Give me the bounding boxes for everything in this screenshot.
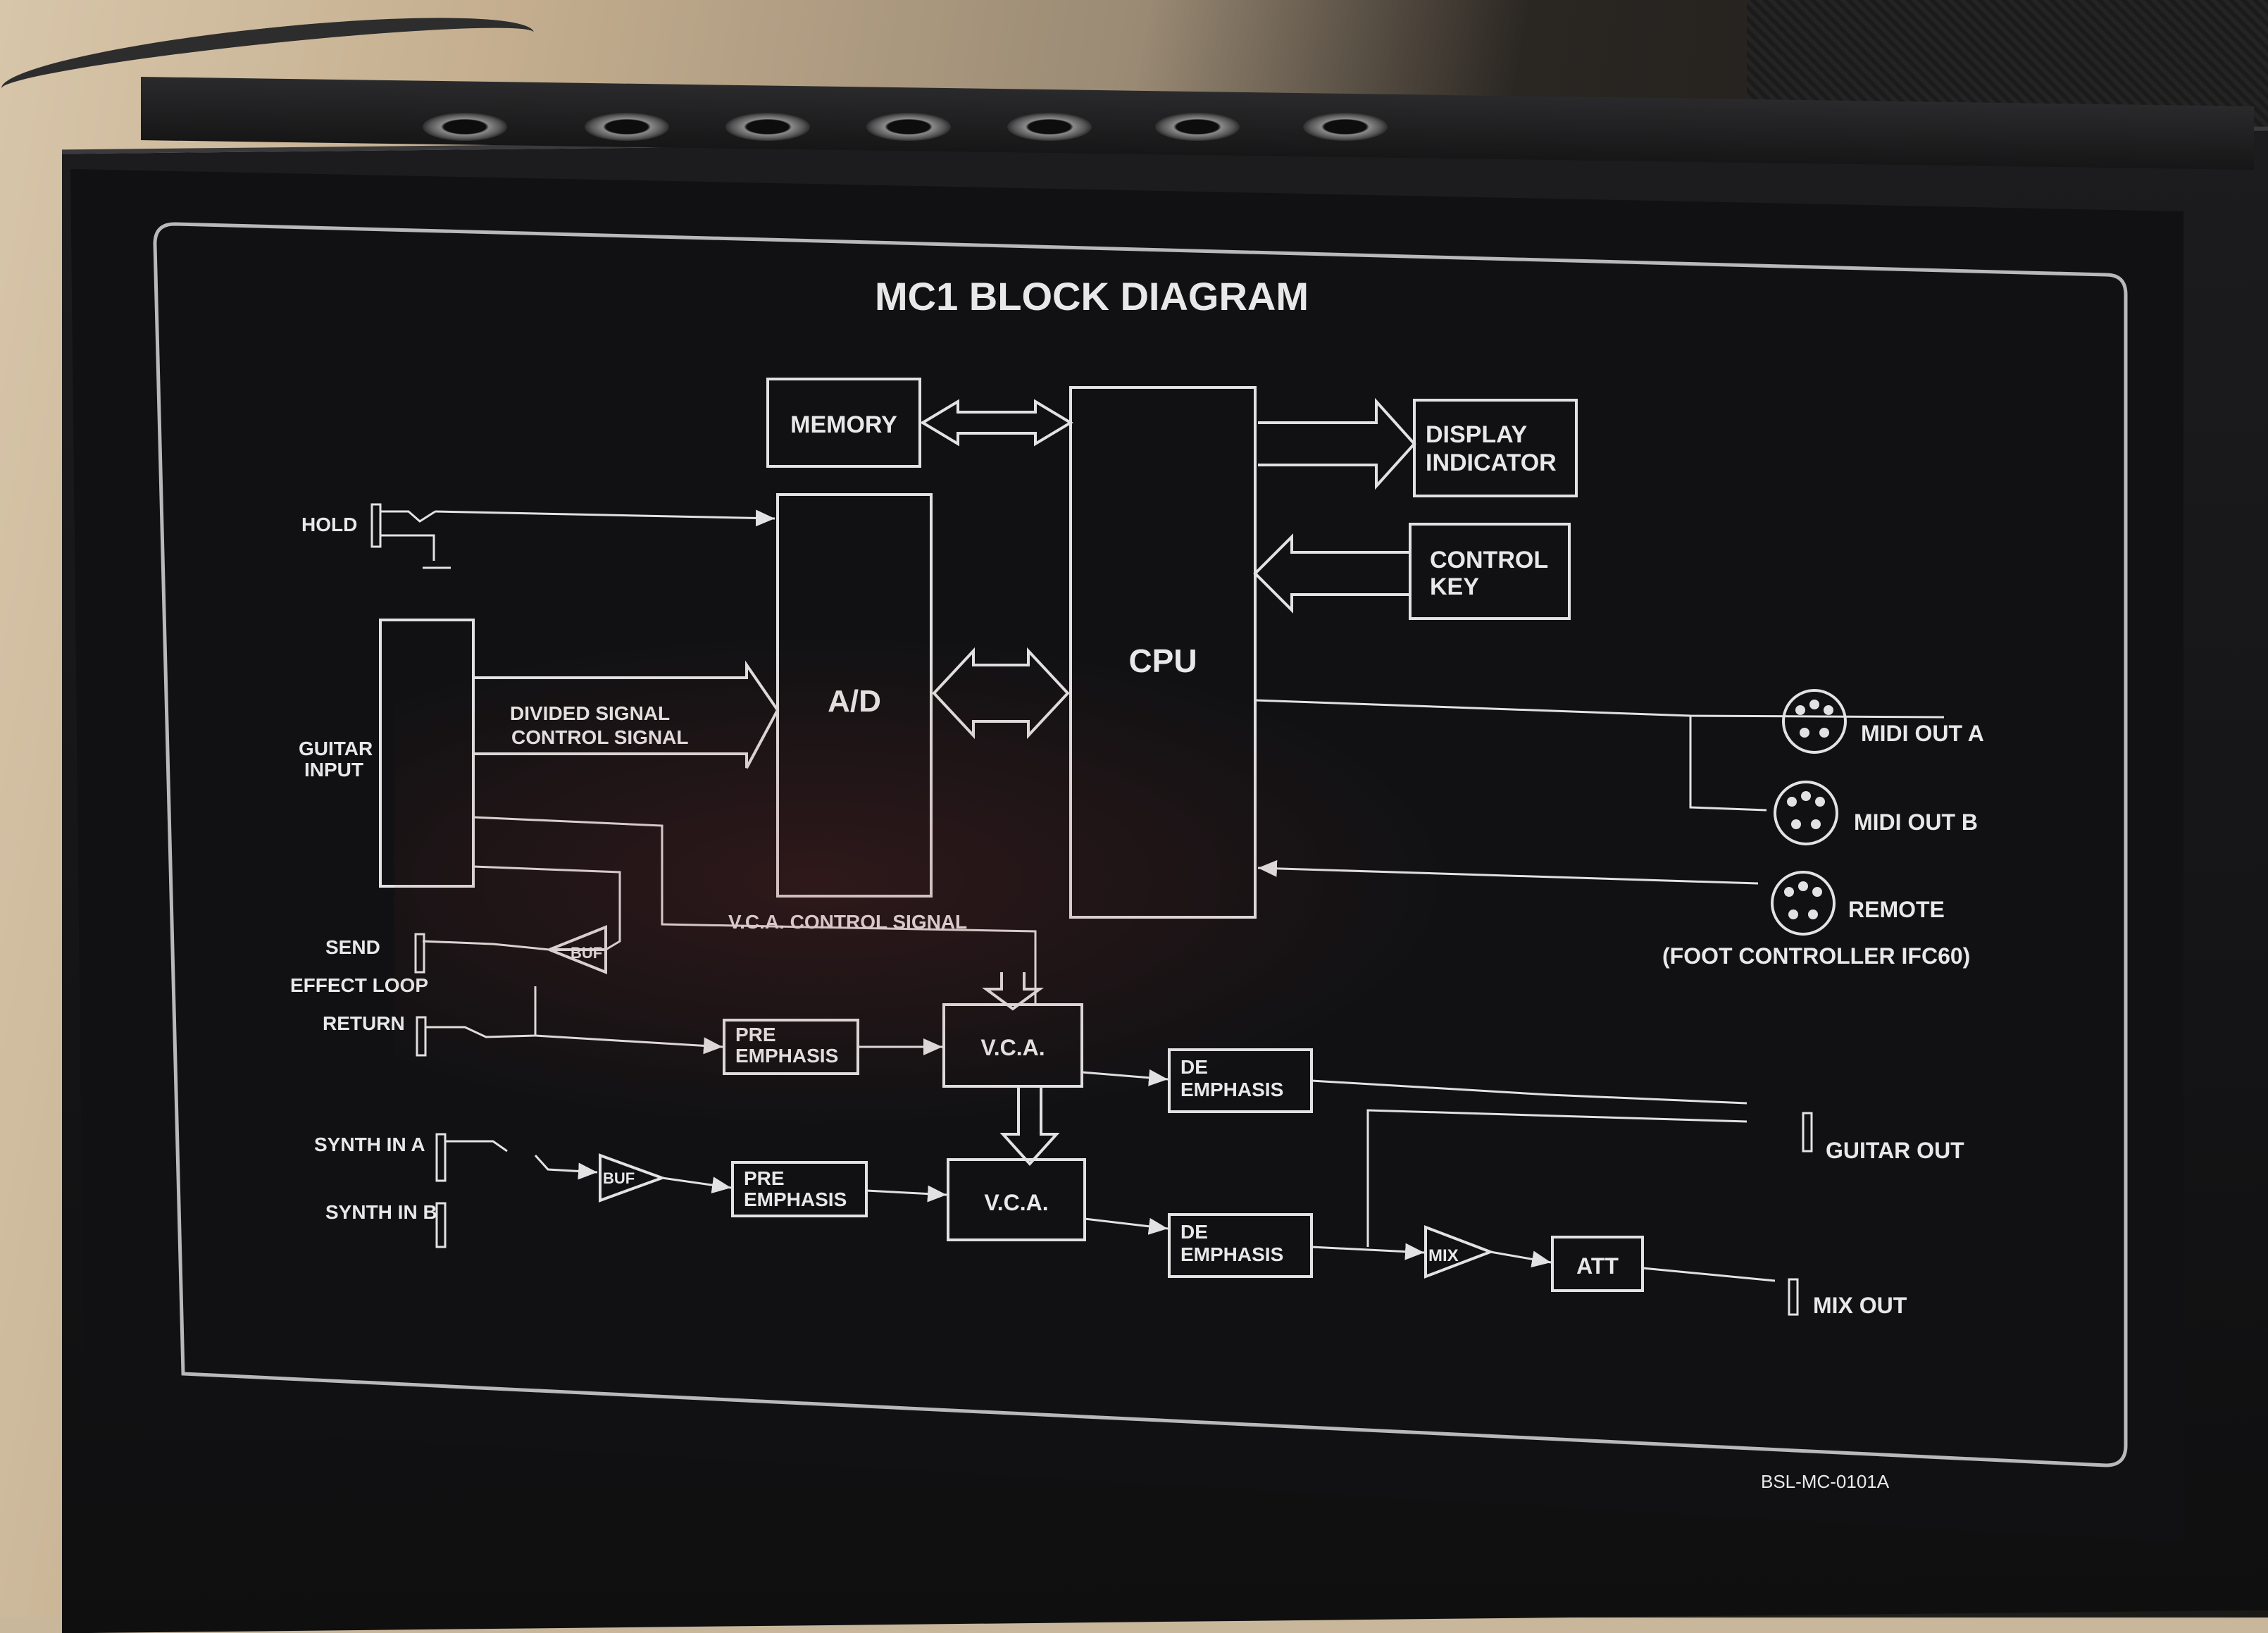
synth-in-b-jack: [435, 1202, 447, 1248]
vca-block-1: [942, 1003, 1083, 1088]
vca-control-arrow-1: [981, 972, 1045, 1011]
ad-cpu-arrow: [932, 647, 1070, 740]
att-label: ATT: [1576, 1253, 1619, 1279]
rear-jack: [1303, 113, 1388, 141]
memory-label: MEMORY: [790, 411, 897, 438]
control-label-line2: KEY: [1430, 573, 1479, 600]
display-indicator-block: [1413, 399, 1578, 497]
part-number-label: BSL-MC-0101A: [1761, 1471, 1890, 1492]
pre-emphasis-2-line1: PRE: [744, 1167, 785, 1189]
mix-triangle: [1424, 1225, 1495, 1279]
mix-feed-line: [1366, 1109, 1747, 1247]
guitar-out-jack: [1802, 1112, 1813, 1153]
synth-in-a-label: SYNTH IN A: [314, 1134, 425, 1155]
cpu-label: CPU: [1128, 642, 1197, 679]
control-label-line1: CONTROL: [1430, 547, 1548, 573]
de-to-guitar-out-line: [1311, 1079, 1747, 1105]
hold-label: HOLD: [301, 514, 357, 535]
remote-label: REMOTE: [1848, 897, 1945, 922]
pre-emphasis-block-2: [731, 1161, 868, 1217]
synth-to-buf-line: [445, 1140, 597, 1172]
diagram-frame: [153, 222, 2128, 1467]
mix-out-label: MIX OUT: [1813, 1293, 1907, 1318]
divided-control-signal-arrow: [473, 660, 780, 769]
de-to-mix-line: [1311, 1243, 1425, 1260]
guitar-to-buf-line: [473, 865, 621, 951]
de-emphasis-1-line2: EMPHASIS: [1180, 1079, 1283, 1100]
ad-block: [776, 493, 933, 898]
remote-connector: [1771, 871, 1836, 936]
diagram-plate: [70, 169, 2183, 1543]
buf-to-pre-line-2: [661, 1176, 732, 1194]
rear-jack: [1155, 113, 1240, 141]
rear-jack: [725, 113, 810, 141]
midi-out-a-connector: [1782, 689, 1847, 754]
foot-controller-label: (FOOT CONTROLLER IFC60): [1662, 943, 1970, 969]
de-emphasis-1-line1: DE: [1180, 1056, 1208, 1078]
midi-out-b-label: MIDI OUT B: [1854, 809, 1978, 835]
de-emphasis-2-line1: DE: [1180, 1221, 1208, 1243]
vca-2-label: V.C.A.: [984, 1190, 1048, 1215]
vca-control-signal-label: V.C.A. CONTROL SIGNAL: [728, 911, 967, 933]
buf-synth-label: BUF: [603, 1169, 635, 1187]
vca-control-arrow-2: [999, 1086, 1060, 1166]
de-emphasis-block-2: [1168, 1213, 1313, 1278]
display-label-line1: DISPLAY: [1426, 421, 1528, 448]
vca-block-2: [947, 1158, 1086, 1241]
control-key-block: [1409, 523, 1571, 620]
midi-out-b-connector: [1774, 781, 1838, 845]
hold-jack-wiring: [380, 510, 451, 569]
guitar-input-label-line1: GUITAR: [299, 738, 373, 759]
remote-cpu-line: [1257, 859, 1759, 885]
return-to-pre-emphasis-line: [425, 986, 723, 1047]
de-emphasis-2-line2: EMPHASIS: [1180, 1243, 1283, 1265]
buf-send-label: BUF: [571, 944, 602, 962]
vca-control-signal-line: [473, 816, 1037, 1005]
memory-cpu-arrow: [920, 399, 1073, 447]
divided-signal-label: DIVIDED SIGNAL: [510, 702, 670, 724]
cpu-block: [1069, 386, 1257, 919]
vca-to-de-line-1: [1081, 1069, 1169, 1086]
control-signal-label: CONTROL SIGNAL: [511, 726, 688, 748]
return-jack: [416, 1016, 427, 1057]
rear-jack: [423, 113, 507, 141]
midi-out-a-label: MIDI OUT A: [1861, 721, 1984, 746]
display-label-line2: INDICATOR: [1426, 449, 1557, 476]
pre-emphasis-1-line2: EMPHASIS: [735, 1045, 838, 1067]
buf-send-triangle: [549, 925, 607, 974]
effect-loop-label: EFFECT LOOP: [290, 974, 428, 996]
guitar-out-label: GUITAR OUT: [1826, 1138, 1964, 1163]
synth-in-b-label: SYNTH IN B: [325, 1201, 437, 1223]
send-label: SEND: [325, 936, 380, 958]
send-jack: [414, 933, 425, 974]
ad-label: A/D: [828, 684, 881, 719]
midi-b-line: [1689, 716, 1767, 812]
hold-line: [435, 509, 775, 527]
pre-emphasis-2-line2: EMPHASIS: [744, 1188, 847, 1210]
rear-jack: [1007, 113, 1092, 141]
hold-jack: [370, 503, 382, 548]
att-to-mix-out-line: [1642, 1267, 1776, 1282]
vca-1-label: V.C.A.: [980, 1035, 1045, 1060]
buf-to-send-line: [422, 940, 550, 951]
diagram-title: MC1 BLOCK DIAGRAM: [875, 274, 1309, 318]
guitar-input-label-line2: INPUT: [304, 759, 363, 781]
mix-to-att-line: [1490, 1250, 1552, 1268]
rear-jack: [866, 113, 951, 141]
vca-to-de-line-2: [1084, 1217, 1169, 1235]
mix-label: MIX: [1428, 1246, 1459, 1265]
return-label: RETURN: [323, 1012, 405, 1034]
rear-jack: [585, 113, 669, 141]
att-block: [1551, 1236, 1644, 1292]
mix-out-jack: [1788, 1278, 1799, 1316]
cpu-display-arrow: [1258, 397, 1416, 490]
pre-emphasis-1-line1: PRE: [735, 1024, 776, 1045]
pre-to-vca-line-2: [866, 1185, 947, 1203]
control-cpu-arrow: [1253, 533, 1410, 614]
memory-block: [766, 378, 921, 468]
synth-in-a-jack: [435, 1133, 447, 1182]
